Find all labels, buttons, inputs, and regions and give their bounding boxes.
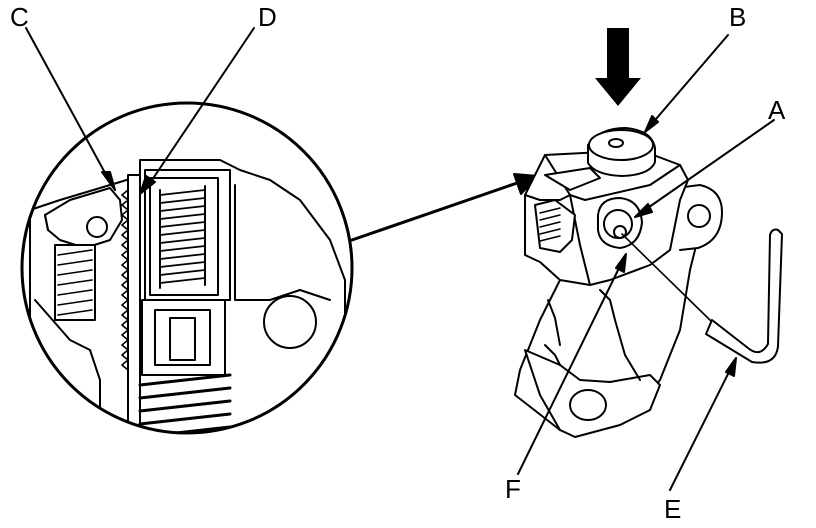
detail-pointer-arrow	[350, 173, 539, 242]
bottom-spring	[138, 373, 232, 433]
plunger-spring	[159, 185, 206, 289]
ratchet-lever	[44, 187, 123, 321]
leader-lines	[25, 27, 775, 491]
callout-e: E	[664, 494, 682, 524]
housing-hole	[263, 295, 317, 349]
ratchet-rack	[121, 174, 141, 433]
stopper-pin	[621, 228, 783, 364]
tensioner-assembly	[514, 127, 723, 438]
callout-a: A	[768, 95, 786, 125]
lever-spring	[54, 244, 96, 321]
push-direction-arrow	[595, 28, 641, 106]
callout-b: B	[729, 2, 747, 32]
callout-f: F	[505, 474, 521, 504]
plunger-top	[587, 127, 656, 177]
callout-c: C	[10, 2, 29, 32]
detail-view	[20, 101, 354, 435]
callout-d: D	[258, 2, 277, 32]
